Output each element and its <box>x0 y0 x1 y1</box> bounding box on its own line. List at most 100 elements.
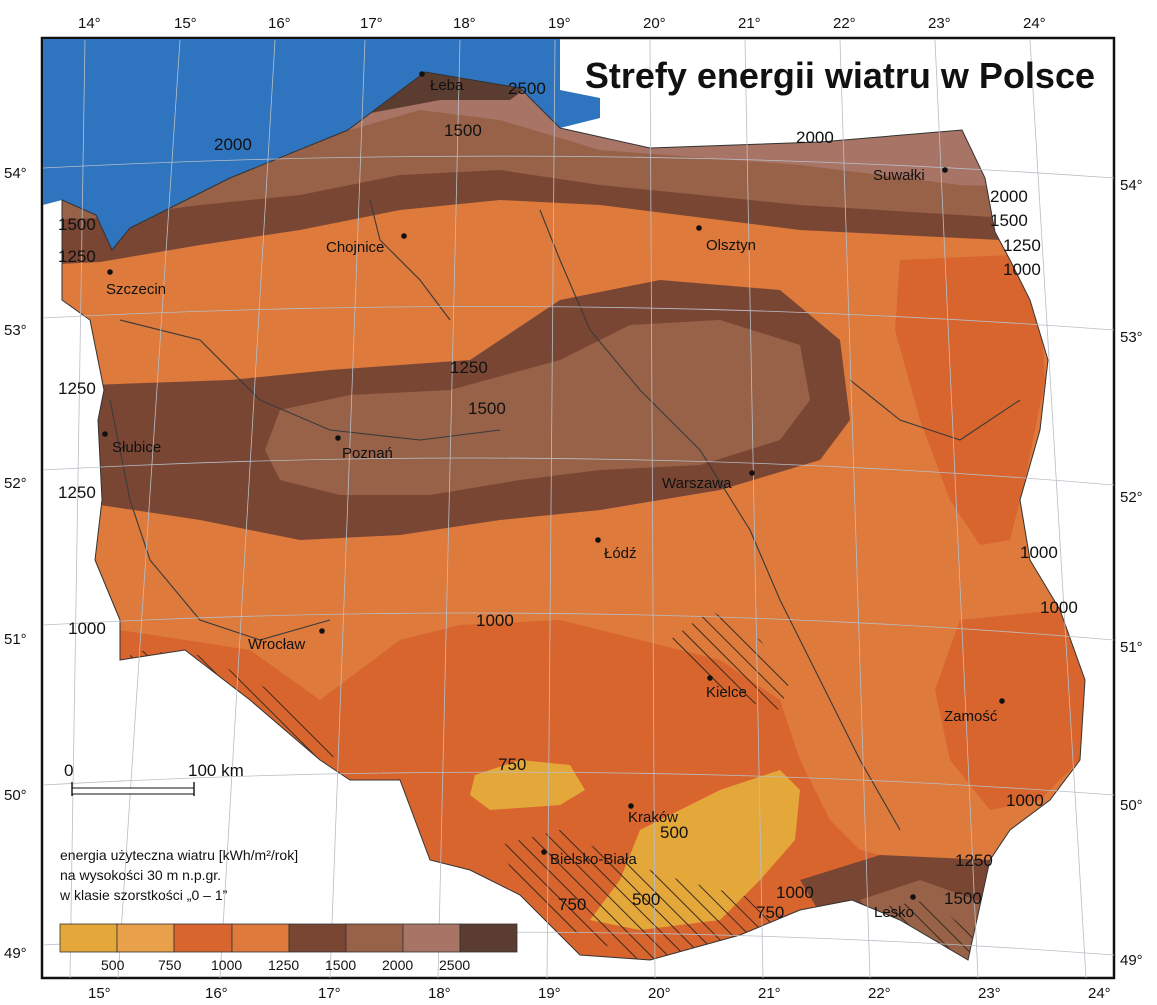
city-label: Wrocław <box>248 636 305 653</box>
isoline-label: 1250 <box>58 247 96 266</box>
isoline-label: 2500 <box>508 79 546 98</box>
rivers <box>109 199 1021 831</box>
legend-class-label: 1000 <box>211 957 242 973</box>
lon-tick-top: 22° <box>833 15 856 32</box>
city-dot <box>107 269 113 275</box>
city-dot <box>319 628 325 634</box>
isoline-label: 1500 <box>58 215 96 234</box>
isoline-label: 1000 <box>476 611 514 630</box>
legend-class-label: 2000 <box>382 957 413 973</box>
lon-tick-bottom: 18° <box>428 985 451 1002</box>
vistula-lagoon <box>520 90 600 128</box>
city-dot <box>541 849 547 855</box>
poland-border <box>61 71 1086 961</box>
isoline-label: 2000 <box>796 128 834 147</box>
lat-tick-left: 54° <box>4 165 27 182</box>
lat-tick-left: 50° <box>4 787 27 804</box>
lat-tick-right: 49° <box>1120 952 1143 969</box>
legend-class-label: 1250 <box>268 957 299 973</box>
lon-tick-bottom: 17° <box>318 985 341 1002</box>
lon-tick-top: 18° <box>453 15 476 32</box>
lon-tick-top: 17° <box>360 15 383 32</box>
legend-class-label: 750 <box>158 957 182 973</box>
river-vistula <box>539 209 901 831</box>
legend-swatch <box>288 923 347 953</box>
lat-tick-right: 51° <box>1120 639 1143 656</box>
scale-distance-label: 100 km <box>188 761 244 780</box>
zone-east-750-1000 <box>895 255 1045 545</box>
river-bug <box>849 379 1021 441</box>
lon-ticks-top: 14° 15° 16° 17° 18° 19° 20° 21° 22° 23° … <box>78 15 1046 32</box>
zone-central-1500-2000 <box>265 320 810 495</box>
scale-bar: 0 100 km <box>64 761 244 796</box>
lon-tick-top: 15° <box>174 15 197 32</box>
isoline-label: 1000 <box>68 619 106 638</box>
legend-class-label: 500 <box>101 957 125 973</box>
isoline-label: 1000 <box>1020 543 1058 562</box>
legend: energia użyteczna wiatru [kWh/m²/rok] na… <box>59 847 518 973</box>
city-label: Kielce <box>706 684 747 701</box>
isoline-label: 750 <box>756 903 784 922</box>
lon-tick-top: 20° <box>643 15 666 32</box>
city-label: Łódź <box>604 545 637 562</box>
legend-class-label: 2500 <box>439 957 470 973</box>
isoline-label: 1250 <box>955 851 993 870</box>
isoline-label: 1500 <box>468 399 506 418</box>
zone-zamosc-750-1000 <box>935 610 1085 810</box>
river-brda <box>369 199 451 321</box>
map-title: Strefy energii wiatru w Polsce <box>585 55 1095 96</box>
lat-tick-left: 49° <box>4 945 27 962</box>
isoline-label: 1000 <box>1040 598 1078 617</box>
legend-swatch <box>345 923 404 953</box>
city-label: Olsztyn <box>706 237 756 254</box>
city-dot <box>910 894 916 900</box>
city-label: Zamość <box>944 708 998 725</box>
lat-tick-left: 51° <box>4 631 27 648</box>
lon-tick-top: 21° <box>738 15 761 32</box>
isoline-label: 500 <box>632 890 660 909</box>
city-dot <box>102 431 108 437</box>
lon-tick-bottom: 15° <box>88 985 111 1002</box>
lon-tick-bottom: 19° <box>538 985 561 1002</box>
city-label: Poznań <box>342 445 393 462</box>
lon-tick-bottom: 20° <box>648 985 671 1002</box>
lon-tick-top: 23° <box>928 15 951 32</box>
isoline-label: 1250 <box>58 379 96 398</box>
isoline-labels: 2500 2000 1500 2000 2000 1500 1250 1000 … <box>58 79 1078 922</box>
lon-tick-bottom: 22° <box>868 985 891 1002</box>
isoline-label: 1500 <box>444 121 482 140</box>
city-label: Warszawa <box>662 475 732 492</box>
river-warta <box>119 319 501 441</box>
isoline-label: 750 <box>558 895 586 914</box>
isoline-label: 2000 <box>990 187 1028 206</box>
legend-swatch <box>173 923 233 953</box>
legend-class-label: 1500 <box>325 957 356 973</box>
city-label: Łeba <box>430 77 464 94</box>
lon-ticks-bottom: 15° 16° 17° 18° 19° 20° 21° 22° 23° 24° <box>88 985 1111 1002</box>
lon-tick-top: 14° <box>78 15 101 32</box>
city-label: Słubice <box>112 439 161 456</box>
isoline-label: 1500 <box>944 889 982 908</box>
isoline-label: 1250 <box>58 483 96 502</box>
lon-tick-top: 19° <box>548 15 571 32</box>
isoline-label: 2000 <box>214 135 252 154</box>
legend-swatch <box>402 923 461 953</box>
isoline-label: 1000 <box>776 883 814 902</box>
cities: Łeba Suwałki Chojnice Olsztyn Szczecin S… <box>102 71 1005 921</box>
lat-ticks-left: 54° 53° 52° 51° 50° 49° <box>4 165 27 962</box>
city-dot <box>942 167 948 173</box>
legend-swatch <box>459 923 518 953</box>
city-dot <box>401 233 407 239</box>
city-label: Lesko <box>874 904 914 921</box>
city-dot <box>595 537 601 543</box>
city-dot <box>999 698 1005 704</box>
city-label: Kraków <box>628 809 678 826</box>
city-dot <box>707 675 713 681</box>
city-label: Chojnice <box>326 239 384 256</box>
lon-tick-bottom: 16° <box>205 985 228 1002</box>
isoline-label: 1000 <box>1003 260 1041 279</box>
legend-swatch <box>231 923 290 953</box>
lat-tick-right: 52° <box>1120 489 1143 506</box>
isoline-label: 1000 <box>1006 791 1044 810</box>
